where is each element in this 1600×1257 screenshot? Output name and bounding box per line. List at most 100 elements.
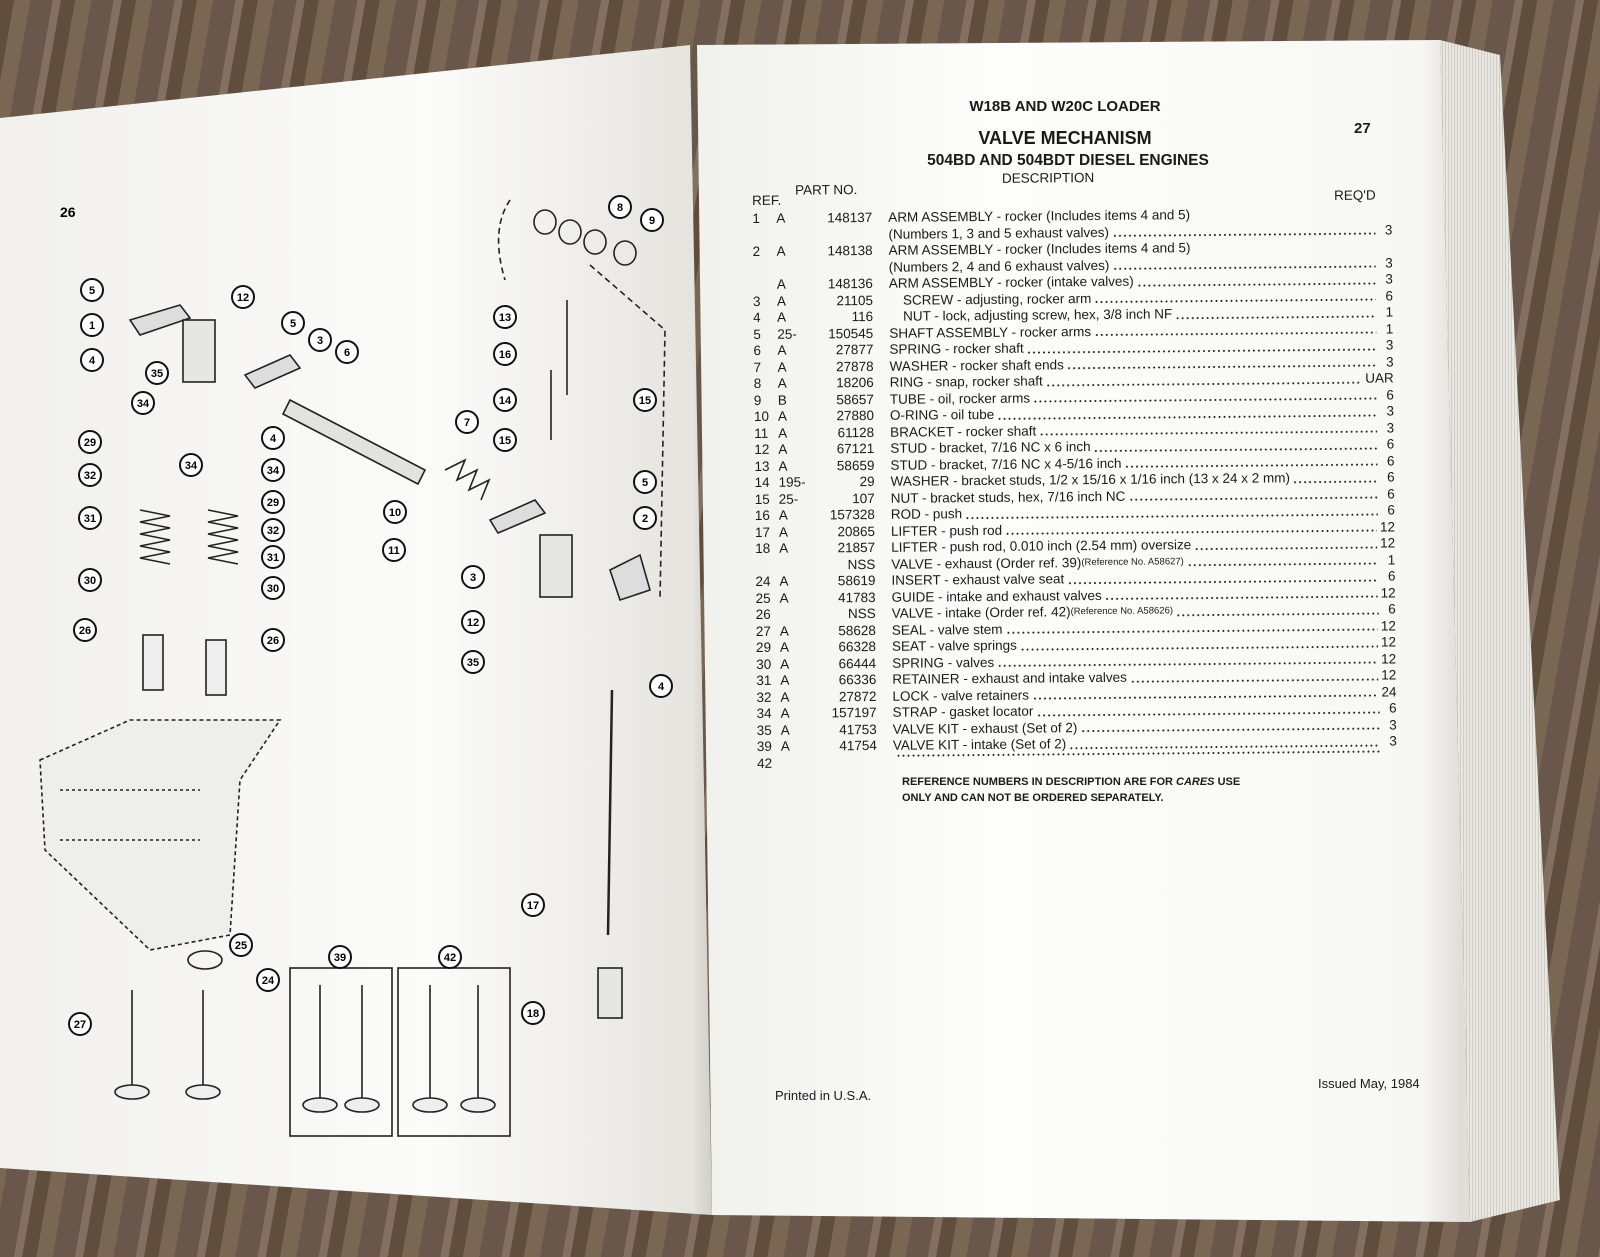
qty: 3 (1385, 254, 1393, 270)
description: SPRING - valves (892, 654, 995, 671)
callout-34: 34 (131, 391, 155, 415)
dot-leader (965, 513, 1378, 519)
ref: 14 (754, 474, 770, 490)
prefix: A (777, 309, 787, 325)
col-description: DESCRIPTION (1001, 170, 1095, 186)
qty: 24 (1381, 683, 1397, 700)
dot-leader (1005, 529, 1377, 535)
part-number: 66336 (838, 671, 877, 688)
dot-leader (1194, 546, 1378, 550)
part-number: 58628 (838, 622, 876, 638)
callout-14: 14 (493, 388, 517, 412)
description: NUT - bracket studs, hex, 7/16 inch NC (890, 488, 1126, 506)
svg-text:26: 26 (267, 635, 279, 647)
part-number: 58657 (836, 391, 874, 407)
callout-12: 12 (461, 610, 485, 634)
prefix: A (778, 441, 788, 457)
svg-text:34: 34 (185, 460, 198, 472)
col-reqd: REQ'D (1334, 187, 1376, 203)
dot-leader (1005, 628, 1378, 634)
ref: 6 (753, 342, 762, 358)
part-number: 20865 (837, 523, 876, 539)
part-number: 148136 (827, 275, 873, 292)
part-number: 66328 (838, 638, 877, 655)
description: ARM ASSEMBLY - rocker (Includes items 4 … (888, 207, 1191, 225)
description: ROD - push (890, 506, 963, 522)
callout-10: 10 (383, 500, 407, 524)
ref: 12 (754, 441, 770, 457)
callout-25: 25 (229, 933, 253, 957)
svg-text:5: 5 (642, 477, 648, 489)
ref: 30 (756, 656, 772, 672)
description: ARM ASSEMBLY - rocker (Includes items 4 … (888, 240, 1191, 258)
description: INSERT - exhaust valve seat (891, 571, 1065, 588)
description: SCREW - adjusting, rocker arm (902, 290, 1092, 308)
qty: 3 (1389, 733, 1397, 749)
callout-7: 7 (455, 410, 479, 434)
callout-29: 29 (261, 490, 285, 514)
qty: 3 (1385, 337, 1394, 353)
description: STUD - bracket, 7/16 NC x 4-5/16 inch (890, 455, 1122, 473)
footer-printed: Printed in U.S.A. (775, 1088, 872, 1103)
ref: 10 (753, 408, 770, 424)
part-number: 21105 (836, 292, 874, 308)
part-number: 27877 (835, 341, 874, 358)
qty: 6 (1387, 502, 1395, 518)
ref: 2 (752, 243, 761, 259)
reference-note: (Reference No. A58627) (1081, 555, 1184, 568)
prefix: A (780, 656, 790, 672)
svg-text:35: 35 (151, 368, 163, 380)
qty: 1 (1385, 304, 1394, 320)
dot-leader (1094, 298, 1377, 304)
ref: 15 (754, 491, 770, 507)
dot-leader (1093, 447, 1378, 452)
ref: 7 (753, 359, 762, 375)
callout-8: 8 (608, 195, 632, 219)
prefix: A (778, 524, 789, 540)
part-number: 41753 (839, 721, 877, 737)
prefix: A (778, 425, 788, 441)
description: BRACKET - rocker shaft (890, 423, 1037, 440)
prefix: A (776, 276, 786, 292)
dot-leader (1066, 364, 1377, 370)
qty: 6 (1386, 469, 1395, 485)
description: RING - snap, rocker shaft (889, 373, 1043, 390)
ref: 24 (755, 573, 771, 589)
footer-issued: Issued May, 1984 (1318, 1076, 1420, 1091)
ref: 1 (752, 210, 760, 226)
description-cont: (Numbers 2, 4 and 6 exhaust valves) (888, 257, 1110, 275)
right-page-number: 27 (1354, 120, 1371, 137)
qty: 12 (1379, 518, 1396, 535)
ref: 13 (754, 458, 770, 474)
part-number: 66444 (838, 655, 877, 671)
callout-2: 2 (633, 506, 657, 530)
svg-text:3: 3 (317, 335, 323, 347)
svg-text:29: 29 (84, 437, 96, 449)
svg-text:16: 16 (499, 349, 511, 361)
qty: 6 (1385, 287, 1394, 303)
ref: 17 (754, 524, 771, 540)
svg-text:18: 18 (527, 1008, 539, 1020)
svg-text:34: 34 (137, 398, 150, 410)
svg-text:26: 26 (79, 625, 91, 637)
ref: 18 (755, 540, 771, 556)
prefix: 25- (778, 491, 799, 507)
svg-text:29: 29 (267, 497, 279, 509)
qty: 12 (1381, 650, 1397, 667)
svg-text:5: 5 (89, 285, 95, 297)
description: STUD - bracket, 7/16 NC x 6 inch (890, 439, 1091, 456)
ref: 25 (755, 590, 771, 606)
description: SHAFT ASSEMBLY - rocker arms (889, 323, 1092, 341)
callout-24: 24 (256, 968, 280, 992)
ref: 5 (753, 326, 761, 342)
part-number: 29 (859, 473, 875, 490)
ref: 31 (756, 672, 772, 688)
dot-leader (1112, 265, 1376, 270)
callout-27: 27 (68, 1012, 92, 1036)
qty: 3 (1385, 353, 1394, 369)
qty: UAR (1365, 370, 1394, 386)
svg-text:34: 34 (267, 465, 280, 477)
svg-text:30: 30 (84, 575, 96, 587)
dot-leader (1032, 694, 1379, 700)
